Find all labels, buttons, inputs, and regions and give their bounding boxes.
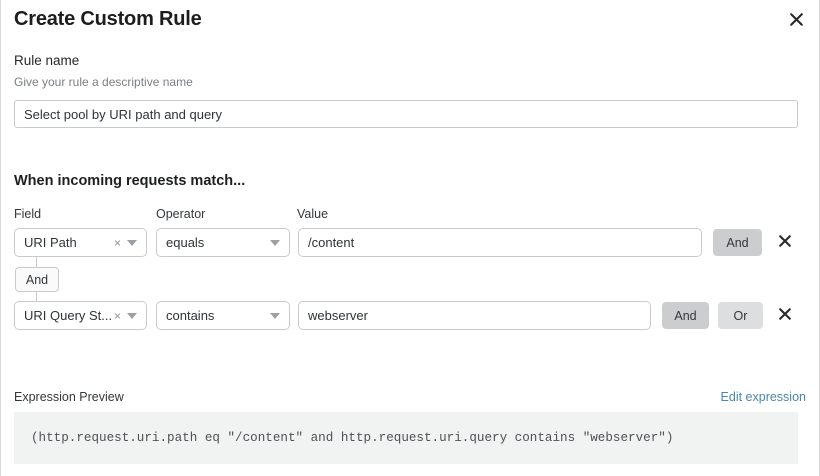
rule-name-input[interactable] xyxy=(14,100,798,128)
close-modal-button[interactable] xyxy=(783,6,809,32)
column-header-field: Field xyxy=(14,207,42,221)
chevron-down-icon-field-1 xyxy=(127,312,137,319)
chevron-down-icon-operator-1 xyxy=(270,312,280,319)
rule-name-description: Give your rule a descriptive name xyxy=(14,75,193,89)
value-input-1[interactable] xyxy=(298,301,651,330)
operator-select-value-1: contains xyxy=(166,308,215,323)
field-clear-icon-0[interactable]: × xyxy=(113,235,121,250)
chevron-down-icon-field-0 xyxy=(127,239,137,246)
page-title: Create Custom Rule xyxy=(14,8,202,30)
logic-or-button-1[interactable]: Or xyxy=(718,302,763,329)
close-icon xyxy=(778,307,792,324)
operator-select-1[interactable]: contains xyxy=(156,301,290,330)
conditions-heading: When incoming requests match... xyxy=(14,173,246,189)
logic-and-button-1[interactable]: And xyxy=(662,302,709,329)
column-header-operator: Operator xyxy=(156,207,206,221)
close-icon xyxy=(789,12,804,27)
connector-line-top xyxy=(36,257,37,269)
column-header-value: Value xyxy=(297,207,329,221)
condition-row: URI Query St... × contains And Or xyxy=(1,301,819,331)
operator-select-value-0: equals xyxy=(166,235,205,250)
field-select-value-0: URI Path xyxy=(24,235,77,250)
operator-select-0[interactable]: equals xyxy=(156,228,290,257)
field-select-1[interactable]: URI Query St... × xyxy=(14,301,147,330)
connector-line-bottom xyxy=(36,291,37,302)
condition-row: URI Path × equals And xyxy=(1,228,819,258)
remove-condition-button-1[interactable] xyxy=(774,304,796,326)
group-connector-and[interactable]: And xyxy=(15,267,59,292)
value-input-0[interactable] xyxy=(298,228,702,257)
rule-name-label: Rule name xyxy=(14,53,80,68)
field-select-value-1: URI Query St... xyxy=(24,308,112,323)
expression-preview-box: (http.request.uri.path eq "/content" and… xyxy=(14,412,798,464)
edit-expression-link[interactable]: Edit expression xyxy=(720,390,806,404)
logic-and-button-0[interactable]: And xyxy=(713,229,762,256)
field-clear-icon-1[interactable]: × xyxy=(113,308,121,323)
expression-preview-label: Expression Preview xyxy=(14,390,124,404)
chevron-down-icon-operator-0 xyxy=(270,239,280,246)
close-icon xyxy=(778,234,792,251)
remove-condition-button-0[interactable] xyxy=(774,231,796,253)
expression-preview-text: (http.request.uri.path eq "/content" and… xyxy=(31,431,674,445)
field-select-0[interactable]: URI Path × xyxy=(14,228,147,257)
